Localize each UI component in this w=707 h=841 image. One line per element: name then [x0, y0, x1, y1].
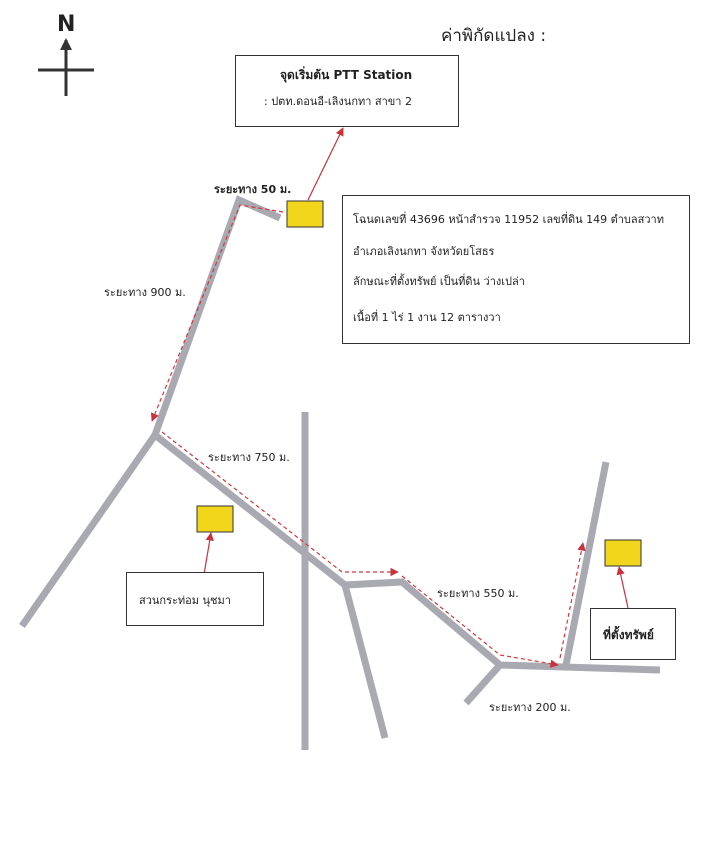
route-path	[150, 204, 586, 668]
road-branch-south	[341, 584, 389, 739]
start-box-title: จุดเริ่มต้น PTT Station	[280, 68, 413, 82]
property-label: ที่ตั้งทรัพย์	[603, 628, 654, 642]
north-arrow-icon	[38, 38, 94, 96]
start-box: จุดเริ่มต้น PTT Station : ปตท.ดอนอี-เลิง…	[235, 55, 459, 127]
distance-750: ระยะทาง 750 ม.	[208, 451, 290, 464]
info-line-deed: โฉนดเลขที่ 43696 หน้าสำรวจ 11952 เลขที่ด…	[353, 213, 664, 226]
property-marker	[604, 539, 642, 567]
road-main-north	[19, 195, 282, 629]
distance-200: ระยะทาง 200 ม.	[489, 701, 571, 714]
road-main-east	[152, 432, 661, 674]
property-box: ที่ตั้งทรัพย์	[590, 608, 676, 660]
distance-900: ระยะทาง 900 ม.	[104, 286, 186, 299]
road-branch-southwest	[463, 662, 503, 706]
distance-550: ระยะทาง 550 ม.	[437, 587, 519, 600]
info-box: โฉนดเลขที่ 43696 หน้าสำรวจ 11952 เลขที่ด…	[342, 195, 690, 344]
distance-50: ระยะทาง 50 ม.	[214, 183, 292, 196]
info-line-area: เนื้อที่ 1 ไร่ 1 งาน 12 ตารางวา	[353, 311, 501, 324]
road-property	[561, 461, 610, 671]
start-box-subtitle: : ปตท.ดอนอี-เลิงนกทา สาขา 2	[264, 95, 412, 108]
landmark-marker	[196, 505, 234, 533]
page-title: ค่าพิกัดแปลง :	[441, 26, 547, 46]
landmark-box: สวนกระท่อม นุชมา	[126, 572, 264, 626]
landmark-label: สวนกระท่อม นุชมา	[139, 594, 231, 607]
info-line-district: อำเภอเลิงนกทา จังหวัดยโสธร	[353, 245, 495, 258]
info-line-type: ลักษณะที่ตั้งทรัพย์ เป็นที่ดิน ว่างเปล่า	[353, 275, 525, 288]
start-marker	[286, 200, 324, 228]
north-label: N	[57, 12, 76, 37]
